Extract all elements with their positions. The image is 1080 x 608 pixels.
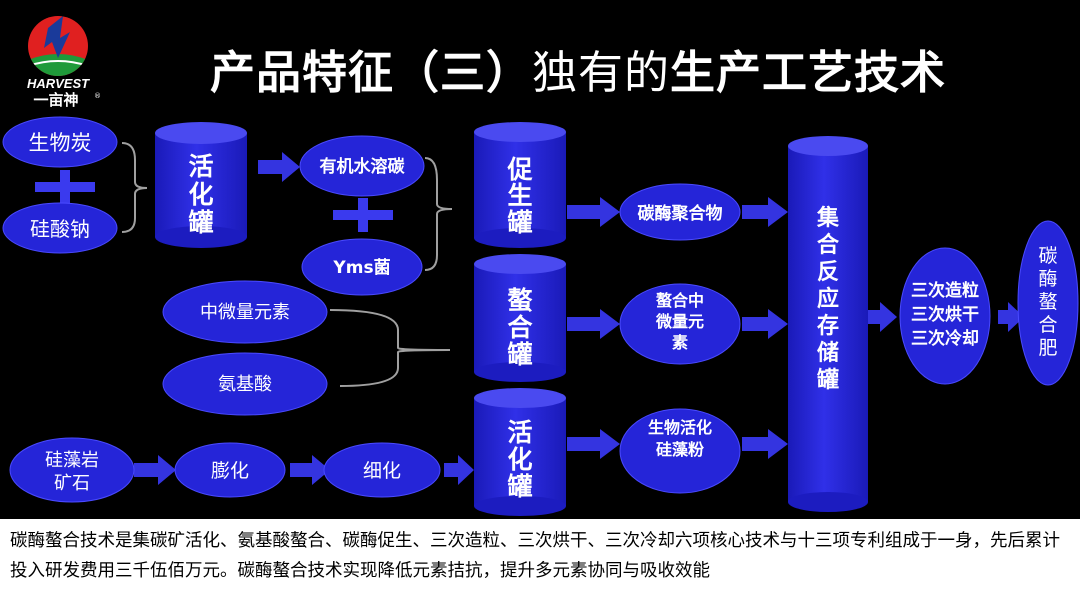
node-shengwu-guizaofen-shape — [619, 408, 741, 494]
label-aohe-weiliang-3: 素 — [672, 333, 688, 352]
label-sanci-2: 三次烘干 — [911, 304, 979, 325]
node-penghua-shape — [174, 442, 286, 498]
label-final-2: 酶 — [1038, 268, 1057, 290]
node-aoheguan-shape — [474, 254, 566, 382]
arrows — [134, 152, 1024, 485]
arrow-11 — [868, 302, 897, 332]
label-huohuaguan1-1: 活 — [188, 152, 213, 181]
label-aoheguan-1: 螯 — [507, 286, 532, 315]
logo-registered-mark: ® — [94, 92, 101, 100]
label-shengwu-guizaofen-1: 生物活化 — [648, 418, 712, 437]
node-aohe-weiliang-shape — [619, 283, 741, 365]
arrow-12 — [998, 302, 1024, 332]
label-cushengguan-2: 生 — [507, 181, 532, 210]
footer-text-box: 碳酶螯合技术是集碳矿活化、氨基酸螯合、碳酶促生、三次造粒、三次烘干、三次冷却六项… — [0, 519, 1080, 608]
node-huohuaguan1-shape — [155, 122, 247, 248]
ellipse-nodes — [2, 116, 1079, 503]
node-youjishuirongtan-shape — [299, 135, 425, 197]
node-sanci-shape — [899, 247, 991, 385]
label-jihe-1: 集 — [816, 205, 840, 231]
title-part-2: 独有的 — [532, 46, 671, 99]
label-aohe-weiliang-2: 微量元 — [655, 312, 704, 331]
label-guizaoyan-1: 硅藻岩 — [45, 450, 99, 471]
label-jihe-3: 反 — [817, 260, 839, 285]
label-final-1: 碳 — [1038, 245, 1057, 267]
label-jihe-6: 储 — [817, 340, 839, 366]
label-huohuaguan1-3: 罐 — [187, 208, 213, 237]
node-jihe-shape — [788, 136, 868, 512]
node-guizaoyan-shape — [9, 437, 135, 503]
label-jihe-4: 应 — [817, 286, 839, 312]
label-tanmeijuhewu: 碳酶聚合物 — [638, 203, 723, 224]
node-cushengguan-shape — [474, 122, 566, 248]
label-jihe-5: 存 — [817, 313, 839, 339]
label-penghua: 膨化 — [211, 460, 249, 482]
plus-signs — [35, 170, 393, 232]
arrow-1 — [258, 152, 300, 182]
label-guisuanna: 硅酸钠 — [30, 217, 90, 241]
arrow-4 — [567, 309, 620, 339]
label-aohe-weiliang-1: 螯合中 — [655, 291, 704, 310]
node-zhongweiliang-shape — [162, 280, 328, 344]
label-shengwutan: 生物炭 — [29, 131, 92, 155]
label-aoheguan-3: 罐 — [506, 340, 532, 369]
node-huohuaguan2-shape — [474, 388, 566, 516]
bracket-mid-2 — [329, 309, 451, 387]
label-aoheguan-2: 合 — [507, 313, 533, 342]
label-sanci-3: 三次冷却 — [911, 328, 979, 349]
page-title: 产品特征（三）独有的生产工艺技术 — [210, 40, 1070, 106]
label-sanci-1: 三次造粒 — [911, 280, 979, 301]
plus-icon — [333, 198, 393, 232]
arrow-3 — [742, 197, 788, 227]
label-final-5: 肥 — [1038, 337, 1057, 359]
label-shengwu-guizaofen-2: 硅藻粉 — [656, 440, 704, 459]
cylinder-nodes — [155, 122, 868, 516]
label-huohuaguan2-3: 罐 — [506, 472, 532, 501]
label-xihua: 细化 — [363, 460, 401, 482]
label-final-4: 合 — [1038, 314, 1057, 336]
harvest-logo: HARVEST 一亩神 ® — [27, 16, 101, 108]
label-guizaoyan-2: 矿石 — [54, 473, 90, 494]
bracket-left-1 — [121, 142, 148, 233]
node-anjisuan-shape — [162, 352, 328, 416]
logo-text-cn: 一亩神 — [33, 91, 78, 108]
connector-lines — [121, 142, 453, 387]
node-guisuanna-shape — [2, 202, 118, 254]
node-final-shape — [1017, 220, 1079, 386]
label-jihe-7: 罐 — [816, 367, 839, 393]
label-cushengguan-3: 罐 — [506, 208, 532, 237]
node-yms-shape — [301, 238, 423, 296]
label-huohuaguan2-1: 活 — [507, 418, 532, 447]
arrow-8 — [134, 455, 176, 485]
label-anjisuan: 氨基酸 — [218, 374, 272, 395]
label-huohuaguan2-2: 化 — [507, 445, 532, 474]
node-labels: 生物炭 硅酸钠 活 化 罐 有机水溶碳 Yms菌 促 生 罐 碳酶聚合物 中微量… — [29, 131, 1058, 501]
title-part-1: 产品特征（三） — [210, 46, 533, 99]
arrow-10 — [444, 455, 474, 485]
label-zhongweiliang: 中微量元素 — [200, 302, 290, 323]
label-huohuaguan1-2: 化 — [188, 180, 213, 209]
node-tanmeijuhewu-shape — [619, 183, 741, 241]
label-yms: Yms菌 — [332, 258, 390, 278]
node-shengwutan-shape — [2, 116, 118, 168]
arrow-2 — [567, 197, 620, 227]
arrow-9 — [290, 455, 330, 485]
label-jihe-2: 合 — [817, 232, 840, 258]
label-cushengguan-1: 促 — [506, 155, 532, 184]
arrow-6 — [567, 429, 620, 459]
arrow-5 — [742, 309, 788, 339]
bracket-mid-1 — [424, 157, 453, 271]
title-part-3: 生产工艺技术 — [670, 46, 947, 99]
node-xihua-shape — [323, 442, 441, 498]
logo-text-latin: HARVEST — [27, 76, 90, 91]
footer-text: 碳酶螯合技术是集碳矿活化、氨基酸螯合、碳酶促生、三次造粒、三次烘干、三次冷却六项… — [10, 531, 1060, 581]
plus-icon — [35, 170, 95, 204]
arrow-7 — [742, 429, 788, 459]
label-final-3: 螯 — [1038, 291, 1057, 313]
label-youjishuirongtan: 有机水溶碳 — [320, 156, 406, 177]
